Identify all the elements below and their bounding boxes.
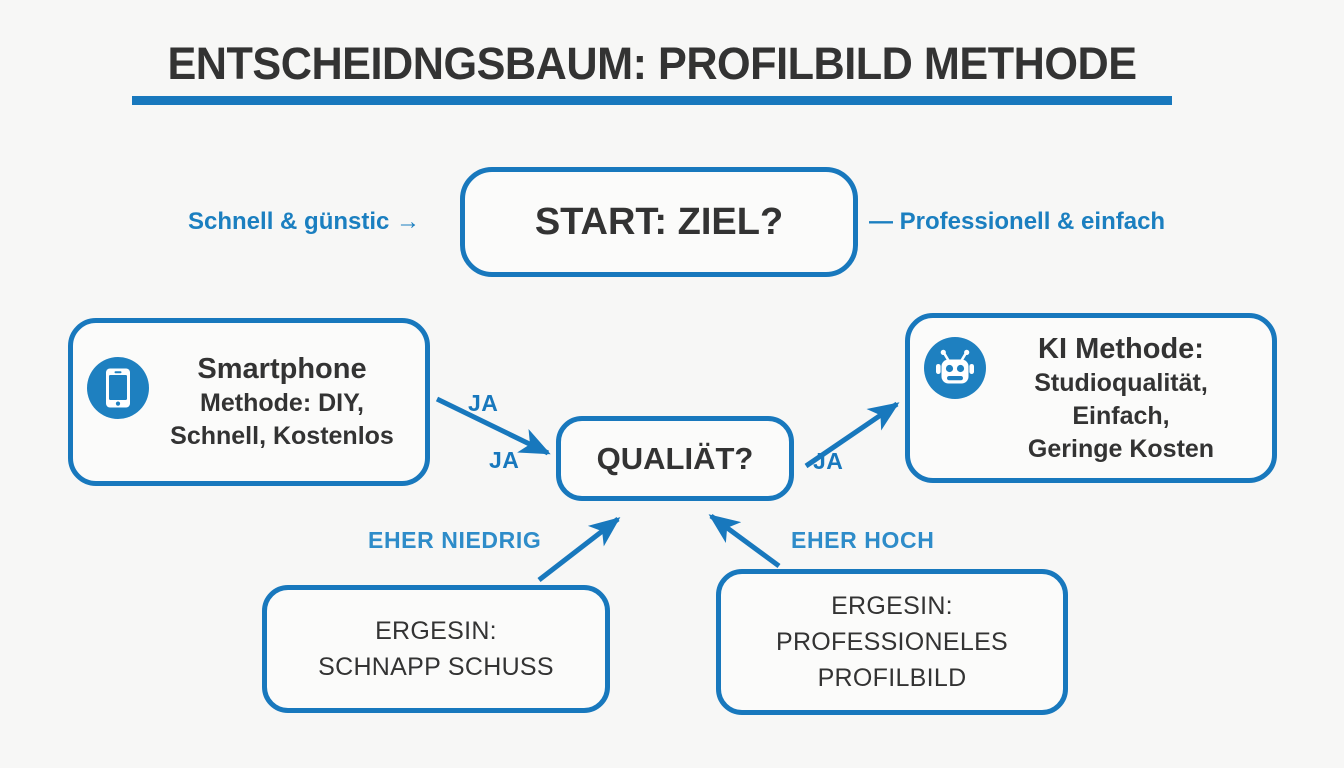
node-result-professional-line2: PROFESSIONELES	[775, 628, 1009, 656]
edge-label-ja-upper-left: JA	[468, 390, 499, 416]
title-underline-bar	[132, 96, 1172, 105]
node-ki-method[interactable]: KI Methode: Studioqualität, Einfach, Ger…	[905, 313, 1277, 483]
node-start[interactable]: START: ZIEL?	[460, 167, 858, 277]
edge-label-right-branch: — Professionell & einfach	[869, 208, 1166, 235]
edge-label-left-branch: Schnell & günstic →	[188, 208, 421, 235]
robot-icon	[924, 336, 986, 399]
edge-label-ja-lower-left: JA	[489, 447, 520, 473]
arrow-result-right-to-quality	[708, 513, 781, 569]
page-title: ENTSCHEIDNGSBAUM: PROFILBILD METHODE	[167, 38, 1137, 89]
edge-label-eher-hoch: EHER HOCH	[791, 527, 935, 553]
node-result-snapshot-line1: ERGESIN:	[375, 617, 497, 645]
node-result-professional[interactable]: ERGESIN: PROFESSIONELES PROFILBILD	[716, 569, 1068, 715]
node-smartphone-sub-line1: Methode: DIY,	[200, 389, 364, 417]
smartphone-icon	[87, 357, 149, 419]
node-smartphone-method[interactable]: Smartphone Methode: DIY, Schnell, Kosten…	[68, 318, 430, 486]
node-result-professional-line3: PROFILBILD	[817, 664, 967, 692]
node-quality-decision[interactable]: QUALIÄT?	[556, 416, 794, 501]
node-ki-sub-line2: Geringe Kosten	[1027, 434, 1215, 463]
node-ki-head: KI Methode:	[1038, 332, 1204, 365]
arrow-result-left-to-quality	[537, 517, 621, 582]
node-result-snapshot[interactable]: ERGESIN: SCHNAPP SCHUSS	[262, 585, 610, 713]
node-smartphone-sub-line2: Schnell, Kostenlos	[170, 422, 394, 450]
edge-label-ja-right: JA	[813, 448, 844, 474]
node-start-label: START: ZIEL?	[534, 200, 784, 243]
edge-label-eher-niedrig: EHER NIEDRIG	[368, 527, 542, 553]
title-block: ENTSCHEIDNGSBAUM: PROFILBILD METHODE	[132, 38, 1172, 105]
node-result-professional-line1: ERGESIN:	[831, 592, 953, 620]
node-smartphone-head: Smartphone	[197, 353, 367, 385]
node-ki-sub-line1: Studioqualität, Einfach,	[1034, 368, 1208, 430]
node-result-snapshot-line2: SCHNAPP SCHUSS	[318, 653, 554, 681]
node-quality-label: QUALIÄT?	[596, 440, 754, 476]
